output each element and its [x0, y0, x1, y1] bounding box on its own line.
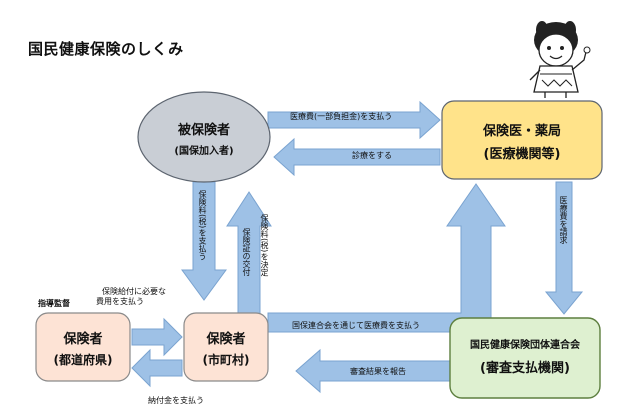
arrow-contribution	[131, 348, 183, 388]
arrow-benefit-cost	[131, 317, 183, 357]
label-via-federation: 国保連合会を通じて医療費を支払う	[292, 321, 420, 330]
label-pay-premium: 保険料(税)を支払う	[198, 190, 207, 261]
prefecture-title: 保険者	[63, 332, 103, 347]
municipality-title: 保険者	[206, 332, 246, 347]
medical-title: 保険医・薬局	[482, 124, 561, 139]
insured-title: 被保険者	[177, 123, 230, 138]
label-benefit-cost-2: 費用を支払う	[96, 297, 144, 306]
insured-node: 被保険者 (国保加入者)	[140, 119, 268, 157]
prefecture-subtitle: (都道府県)	[53, 353, 113, 367]
label-treatment: 診療をする	[352, 151, 392, 160]
federation-node-shape	[449, 317, 601, 399]
label-decide-premium: 保険料(税)を決定	[260, 214, 269, 277]
federation-subtitle: (審査支払機関)	[480, 361, 570, 376]
arrow-issue-card	[226, 191, 272, 315]
label-review-report: 審査結果を報告	[350, 367, 406, 376]
municipality-node-shape	[183, 312, 269, 382]
municipality-subtitle: (市町村)	[202, 353, 250, 367]
label-benefit-cost-1: 保険給付に必要な	[102, 287, 166, 296]
arrow-pay-premium	[181, 181, 227, 301]
label-claim: 医療費を請求	[559, 196, 568, 244]
federation-node: 国民健康保険団体連合会 (審査支払機関)	[450, 336, 600, 376]
arrow-claim	[544, 181, 584, 315]
federation-title: 国民健康保険団体連合会	[470, 340, 580, 351]
arrow-treatment	[273, 137, 441, 177]
label-contribution: 納付金を支払う	[148, 396, 204, 405]
arrow-review-report	[295, 348, 451, 394]
prefecture-node: 保険者 (都道府県)	[36, 328, 130, 368]
medical-subtitle: (医療機関等)	[483, 147, 561, 162]
label-copay: 医療費(一部負担金)を支払う	[290, 112, 393, 121]
arrow-copay	[267, 100, 441, 140]
medical-node-shape	[441, 100, 603, 180]
label-issue-card: 保険証の交付	[242, 228, 251, 276]
insured-node-shape	[137, 91, 271, 183]
page-title: 国民健康保険のしくみ	[28, 40, 184, 58]
municipality-node: 保険者 (市町村)	[184, 328, 268, 368]
arrow-via-federation	[267, 183, 506, 333]
prefecture-node-shape	[35, 312, 131, 382]
medical-node: 保険医・薬局 (医療機関等)	[442, 120, 602, 162]
insured-subtitle: (国保加入者)	[174, 146, 234, 157]
label-supervision: 指導監督	[38, 299, 70, 308]
